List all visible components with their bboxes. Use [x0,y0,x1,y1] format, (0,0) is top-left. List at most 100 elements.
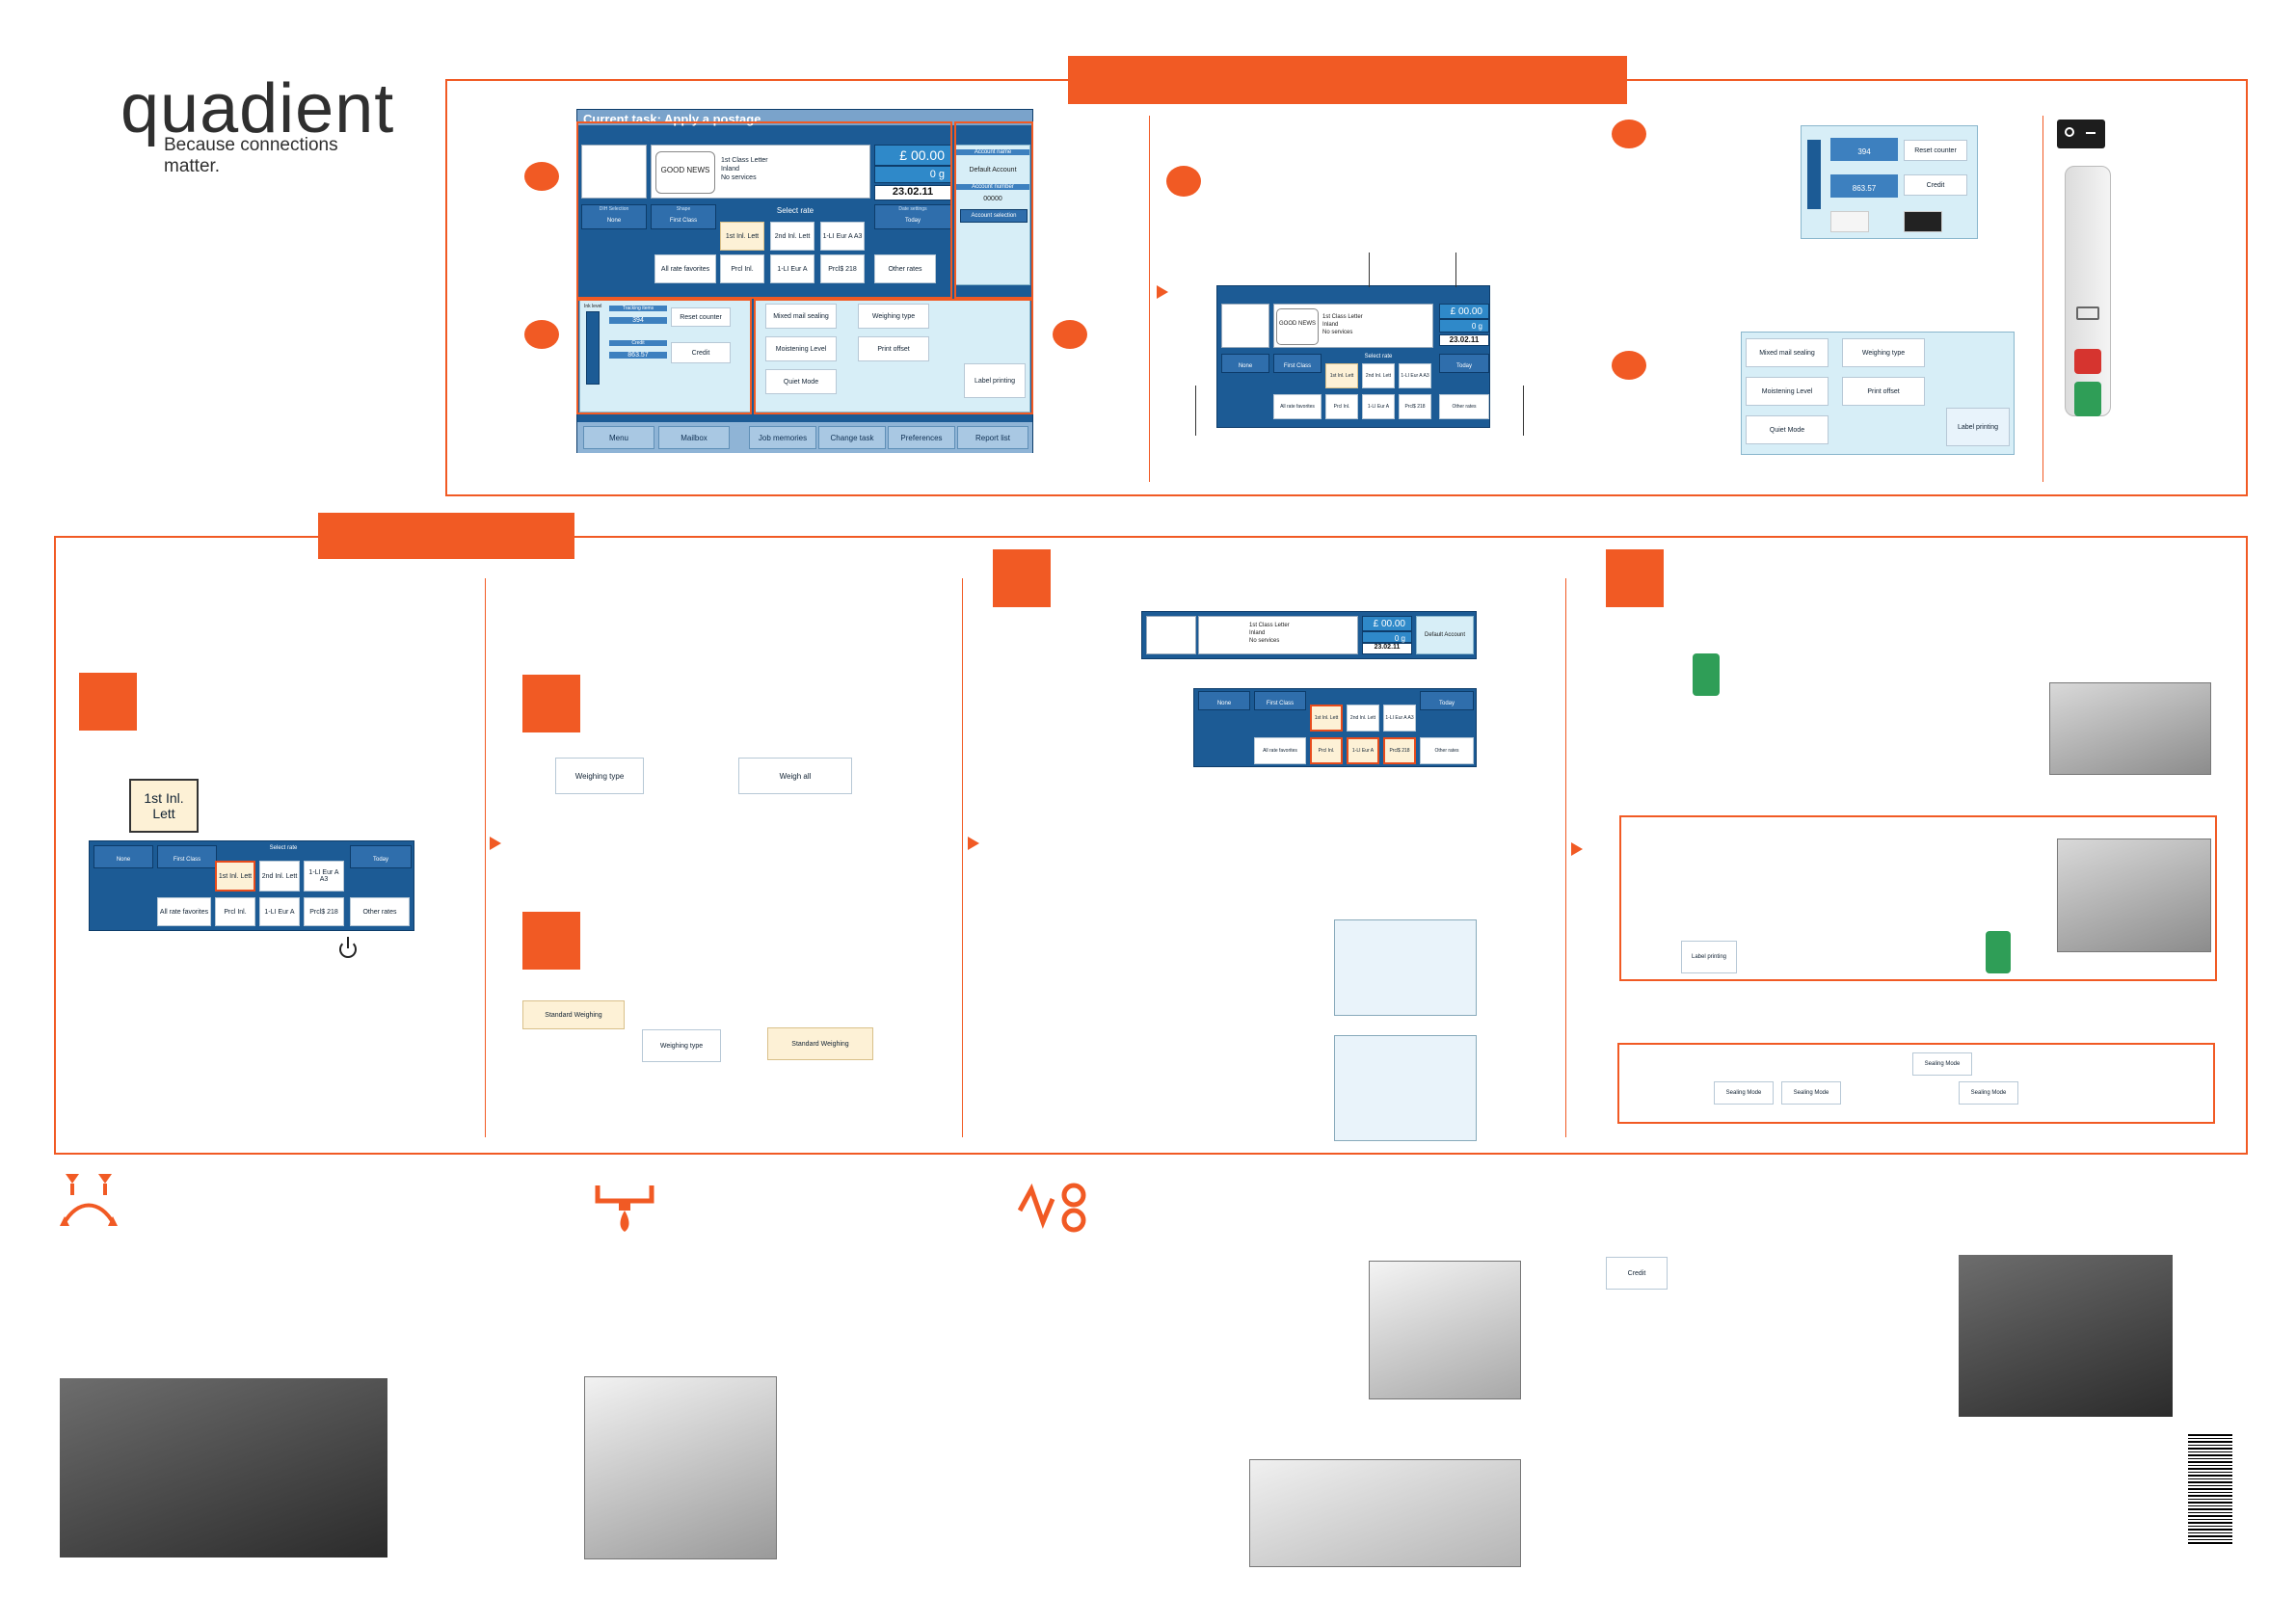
step-marker [79,673,137,731]
label-frame [1619,815,2217,981]
start-button[interactable] [2074,382,2101,416]
rate-eur-a-a3[interactable]: 1-LI Eur A A3 [1399,363,1431,388]
account-selection-button[interactable]: Account selection [960,209,1028,223]
tab-job-memories[interactable]: Job memories [749,426,816,449]
label-printing-button[interactable]: Label printing [1681,941,1737,973]
account-name-value: Default Account [1416,616,1474,654]
credit-button[interactable]: Credit [1904,174,1967,196]
date-settings-button[interactable]: Today [1420,691,1474,710]
print-offset-button[interactable]: Print offset [1842,377,1925,406]
moistening-level-button[interactable]: Moistening Level [765,336,837,361]
weighing-type-button[interactable]: Weighing type [858,304,929,329]
sealing-mode-button[interactable]: Sealing Mode [1959,1081,2018,1105]
rate-eur-a-a3[interactable]: 1-LI Eur A A3 [304,861,344,892]
rate-1st-inl-lett[interactable]: 1st Inl. Lett [720,222,764,251]
rate-2nd-inl-lett[interactable]: 2nd Inl. Lett [259,861,300,892]
weighing-type-button[interactable]: Weighing type [1842,338,1925,367]
mixed-mail-sealing-button[interactable]: Mixed mail sealing [765,304,837,329]
tab-change-task[interactable]: Change task [818,426,886,449]
date-settings-button[interactable]: Today [1439,354,1489,373]
rate-2nd-inl-lett[interactable]: 2nd Inl. Lett [1347,705,1379,732]
weigh-all-button[interactable]: Weigh all [738,758,852,794]
rate-other[interactable]: Other rates [874,254,936,283]
shape-button[interactable]: First Class [1273,354,1322,373]
sealing-mode-button[interactable]: Sealing Mode [1781,1081,1841,1105]
quiet-mode-button[interactable]: Quiet Mode [765,369,837,394]
credit-button[interactable]: Credit [671,342,731,363]
dih-selection-button[interactable]: None [1221,354,1269,373]
start-button-icon[interactable] [1986,931,2011,973]
rate-prcl-218[interactable]: Prcl$ 218 [1383,737,1416,764]
rate-prcl-inl[interactable]: Prcl Inl. [1325,394,1358,419]
section-outline [754,299,1033,414]
sealing-mode-button[interactable]: Sealing Mode [1714,1081,1774,1105]
dih-selection-button[interactable]: None [93,845,153,868]
stop-button[interactable] [2074,349,2101,374]
sealing-icon [58,1170,120,1241]
power-switch[interactable] [2057,120,2105,148]
tab-report-list[interactable]: Report list [957,426,1028,449]
weighing-type-button[interactable]: Weighing type [642,1029,721,1062]
rate-eur-a-a3[interactable]: 1-LI Eur A A3 [820,222,865,251]
rate-prcl-inl[interactable]: Prcl Inl. [215,897,255,926]
overview-header-bar [1068,56,1627,104]
standard-weighing-button[interactable]: Standard Weighing [767,1027,873,1060]
shape-button[interactable]: First Class [1254,691,1306,710]
tab-mailbox[interactable]: Mailbox [658,426,730,449]
shape-button[interactable]: First Class [157,845,217,868]
standard-weighing-button[interactable]: Standard Weighing [522,1000,625,1029]
rate-other[interactable]: Other rates [1439,394,1489,419]
label-printing-button[interactable]: Label printing [964,363,1026,398]
rate-1st-inl-lett[interactable]: 1st Inl. Lett [215,861,255,892]
quiet-mode-button[interactable]: Quiet Mode [1746,415,1829,444]
rate-text-1: 1st Class Letter [1249,623,1290,628]
reset-counter-button[interactable]: Reset counter [1904,140,1967,161]
rate-other[interactable]: Other rates [350,897,410,926]
rate-prcl-218[interactable]: Prcl$ 218 [820,254,865,283]
rate-button-large[interactable]: 1st Inl. Lett [129,779,199,833]
rate-2nd-inl-lett[interactable]: 2nd Inl. Lett [1362,363,1395,388]
rate-prcl-218[interactable]: Prcl$ 218 [304,897,344,926]
rate-all-favorites[interactable]: All rate favorites [157,897,211,926]
weighing-type-button[interactable]: Weighing type [555,758,644,794]
print-offset-button[interactable]: Print offset [858,336,929,361]
mixed-mail-sealing-button[interactable]: Mixed mail sealing [1746,338,1829,367]
rate-other[interactable]: Other rates [1420,737,1474,764]
rate-eur-a[interactable]: 1-LI Eur A [1347,737,1379,764]
rate-prcl-218[interactable]: Prcl$ 218 [1399,394,1431,419]
rate-all-favorites[interactable]: All rate favorites [1254,737,1306,764]
sealing-mode-button[interactable]: Sealing Mode [1912,1052,1972,1076]
tab-preferences[interactable]: Preferences [888,426,955,449]
rate-prcl-inl[interactable]: Prcl Inl. [1310,737,1343,764]
shape-button[interactable]: None [1198,691,1250,710]
credit-button[interactable]: Credit [1606,1257,1668,1290]
divider [962,578,963,1137]
rate-2nd-inl-lett[interactable]: 2nd Inl. Lett [770,222,814,251]
date-settings-button[interactable]: Today [350,845,412,868]
rate-eur-a[interactable]: 1-LI Eur A [1362,394,1395,419]
label-printing-button[interactable]: Label printing [1946,408,2010,446]
rate-1st-inl-lett[interactable]: 1st Inl. Lett [1310,705,1343,732]
stamp-area [581,145,647,199]
rate-eur-a[interactable]: 1-LI Eur A [259,897,300,926]
start-button-icon[interactable] [1693,653,1720,696]
rate-text-1: 1st Class Letter [1322,314,1363,320]
tracking-value: 394 [1830,138,1898,161]
reset-counter-button[interactable]: Reset counter [671,307,731,327]
rate-prcl-inl[interactable]: Prcl Inl. [720,254,764,283]
ink-icon [594,1182,655,1236]
rate-1st-inl-lett[interactable]: 1st Inl. Lett [1325,363,1358,388]
moistening-level-button[interactable]: Moistening Level [1746,377,1829,406]
power-icon [339,941,357,958]
date-display: 23.02.11 [874,185,951,200]
rate-all-favorites[interactable]: All rate favorites [654,254,716,283]
rate-eur-a-a3[interactable]: 1-LI Eur A A3 [1383,705,1416,732]
rate-eur-a[interactable]: 1-LI Eur A [770,254,814,283]
rate-all-favorites[interactable]: All rate favorites [1273,394,1322,419]
tab-menu[interactable]: Menu [583,426,654,449]
postage-strip: 1st Class Letter Inland No services £ 00… [1141,611,1477,659]
account-name-value: Default Account [969,167,1017,173]
